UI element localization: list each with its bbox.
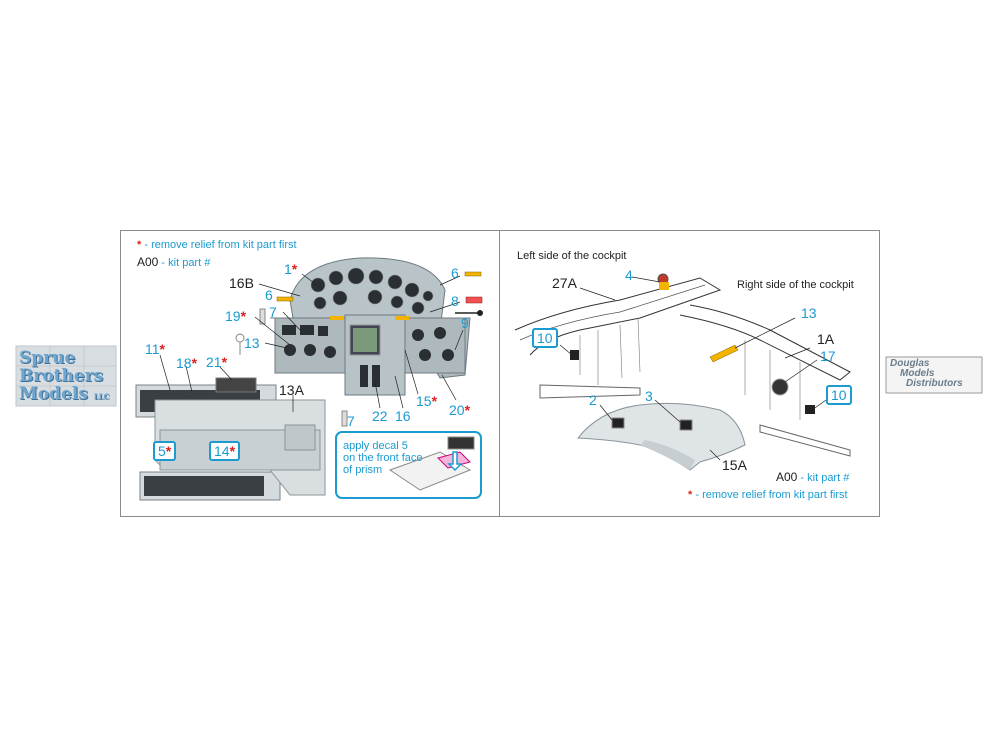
douglas-logo-line-3: Distributors bbox=[906, 378, 963, 389]
callout-5: 5* bbox=[153, 441, 177, 461]
legend-r-remove-text: - remove relief from kit part first bbox=[695, 489, 848, 501]
callout-14: 14* bbox=[209, 441, 241, 461]
callout-r-4: 4 bbox=[625, 267, 633, 283]
callout-21: 21* bbox=[206, 354, 228, 370]
callout-20: 20* bbox=[449, 402, 471, 418]
callout-r-27a: 27A bbox=[552, 275, 577, 291]
douglas-logo-line-2: Models bbox=[900, 368, 935, 379]
douglas-models-logo: Douglas Models Distributors bbox=[890, 359, 980, 389]
sprue-brothers-logo: Sprue Brothers Models LLC bbox=[19, 349, 115, 406]
note-line-1: apply decal 5 bbox=[343, 440, 408, 452]
legend-remove-text: - remove relief from kit part first bbox=[144, 239, 297, 251]
legend-r-kit-part: A00 - kit part # bbox=[776, 471, 849, 484]
callout-r-13: 13 bbox=[801, 305, 817, 321]
legend-r-code: A00 bbox=[776, 470, 798, 484]
callout-r-15a: 15A bbox=[722, 457, 747, 473]
callout-r-17: 17 bbox=[820, 348, 836, 364]
callout-15: 15* bbox=[416, 393, 438, 409]
callout-7-bottom: 7 bbox=[347, 413, 355, 429]
callout-1: 1* bbox=[284, 261, 298, 277]
note-line-2: on the front face bbox=[343, 452, 423, 464]
legend-r-kit-text: - kit part # bbox=[800, 472, 850, 484]
legend-code: A00 bbox=[137, 255, 159, 269]
sprue-logo-line-3: Models bbox=[19, 384, 88, 404]
callout-22: 22 bbox=[372, 408, 388, 424]
sprue-logo-suffix: LLC bbox=[93, 392, 110, 401]
legend-r-remove-relief: * - remove relief from kit part first bbox=[688, 489, 848, 501]
callout-6-right: 6 bbox=[451, 265, 459, 281]
legend-r-star: * bbox=[688, 489, 693, 501]
legend-remove-relief: * - remove relief from kit part first bbox=[137, 239, 297, 251]
legend-star: * bbox=[137, 239, 142, 251]
callout-13: 13 bbox=[244, 335, 260, 351]
legend-kit-text: - kit part # bbox=[161, 257, 211, 269]
callout-11: 11* bbox=[145, 341, 165, 357]
callout-8: 8 bbox=[451, 293, 459, 309]
callout-7-top: 7 bbox=[269, 304, 277, 320]
callout-13a: 13A bbox=[279, 382, 304, 398]
callout-19: 19* bbox=[225, 308, 247, 324]
panel-divider bbox=[499, 230, 500, 517]
douglas-logo-line-1: Douglas bbox=[890, 358, 930, 369]
legend-kit-part: A00 - kit part # bbox=[137, 256, 210, 269]
callout-9: 9 bbox=[461, 315, 469, 331]
callout-r-10-left: 10 bbox=[532, 328, 558, 348]
callout-r-2: 2 bbox=[589, 392, 597, 408]
callout-r-10-right: 10 bbox=[826, 385, 852, 405]
callout-16: 16 bbox=[395, 408, 411, 424]
callout-6-left: 6 bbox=[265, 287, 273, 303]
callout-16b: 16B bbox=[229, 275, 254, 291]
sprue-logo-line-2: Brothers bbox=[19, 366, 104, 386]
callout-18: 18* bbox=[176, 355, 198, 371]
callout-r-1a: 1A bbox=[817, 331, 835, 347]
callout-r-3: 3 bbox=[645, 388, 653, 404]
sprue-logo-line-1: Sprue bbox=[19, 348, 76, 368]
note-line-3: of prism bbox=[343, 464, 383, 476]
left-side-label: Left side of the cockpit bbox=[517, 250, 627, 262]
right-side-label: Right side of the cockpit bbox=[737, 279, 854, 291]
